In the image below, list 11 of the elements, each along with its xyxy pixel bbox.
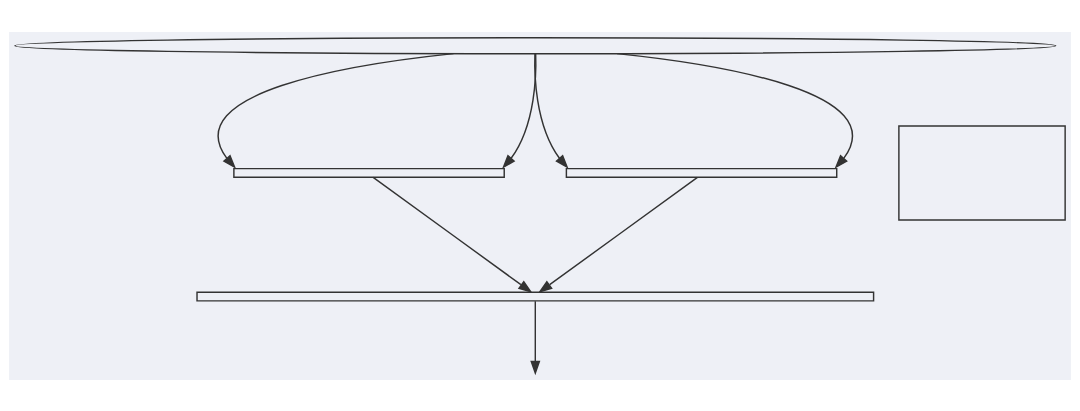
arrow: [534, 52, 569, 169]
node-bar: [196, 291, 875, 302]
node-bar: [233, 167, 505, 178]
arrow: [538, 176, 699, 293]
node-ellipse: [14, 36, 1057, 54]
arrow: [372, 176, 533, 293]
arrow: [218, 52, 455, 169]
node-trapezoid: [898, 124, 1066, 221]
node-bar: [565, 167, 838, 178]
arrow: [616, 52, 853, 169]
arrow: [530, 300, 541, 375]
